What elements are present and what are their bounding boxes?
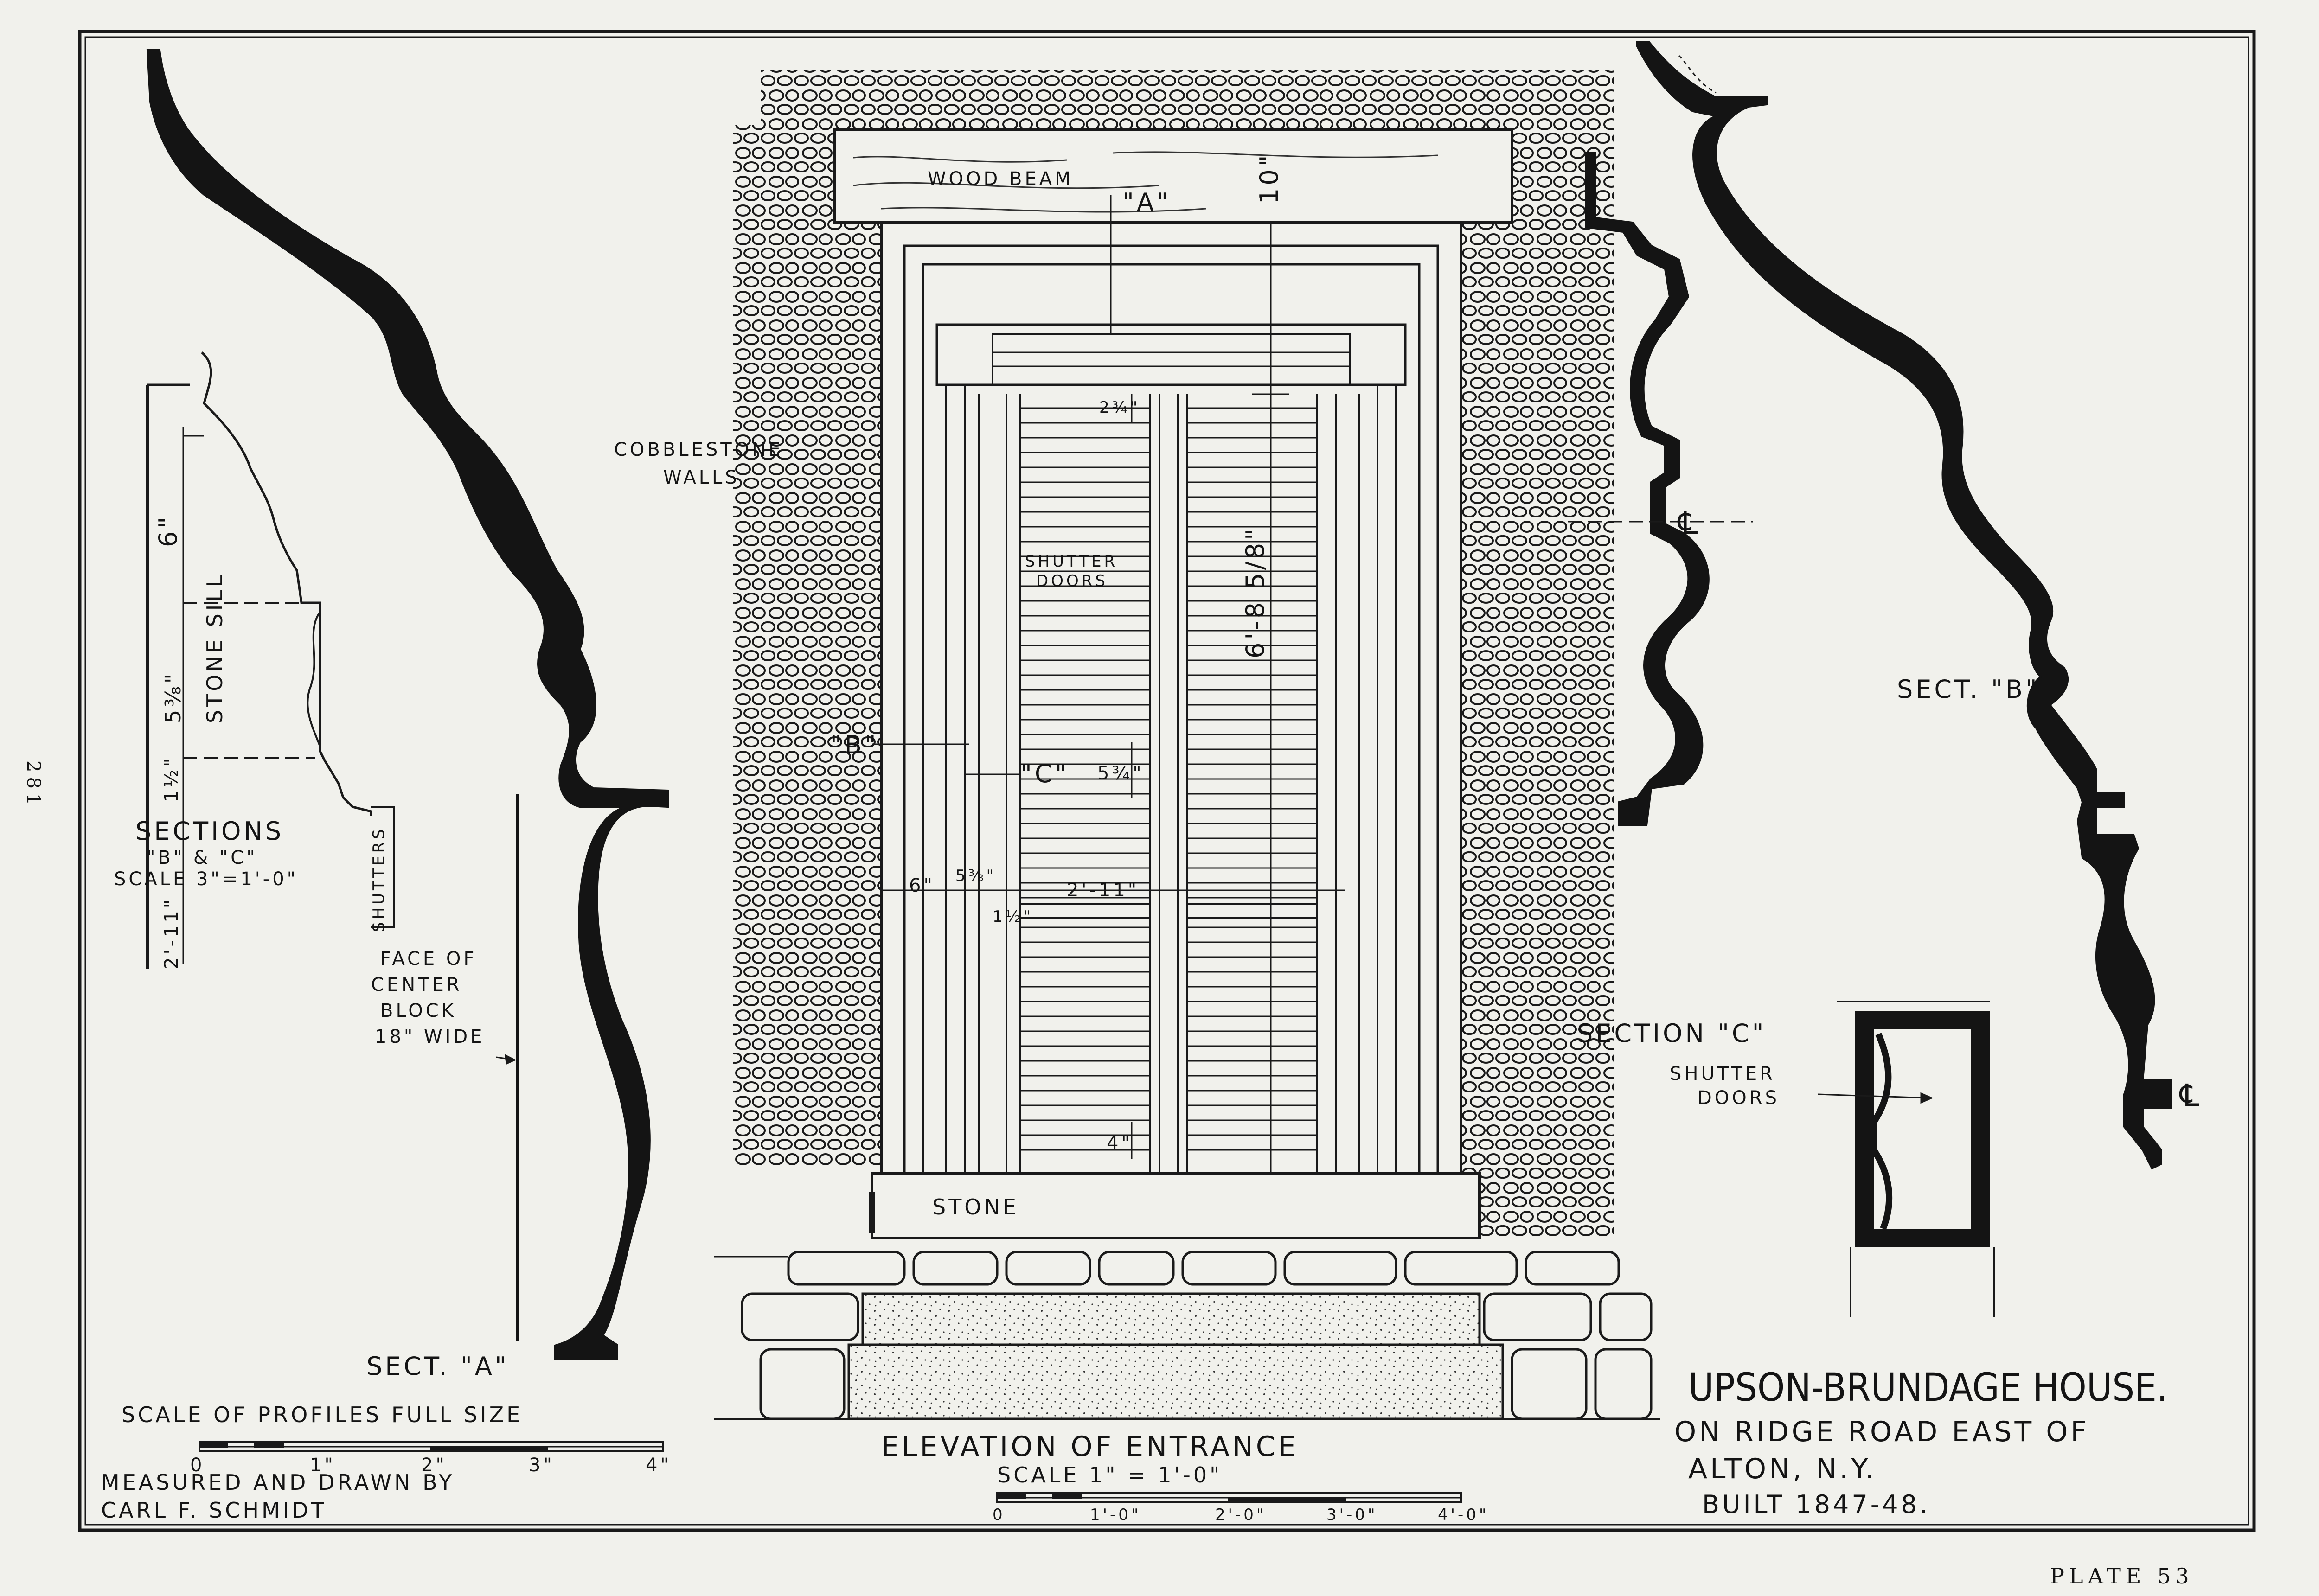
shutter-doors-note: SHUTTER (1670, 1063, 1775, 1085)
sections-bc-subtitle: "B" & "C" (147, 847, 258, 868)
dim-4: 4" (1107, 1133, 1133, 1154)
face-note: 18" WIDE (375, 1026, 485, 1047)
profile-scale-tick: 4" (646, 1455, 672, 1476)
sheet-border-inner (84, 36, 2249, 1526)
elevation-scale-tick: 0 (993, 1506, 1006, 1524)
wood-beam (833, 128, 1513, 224)
mark-b: "B" (830, 730, 879, 760)
title-house: UPSON-BRUNDAGE HOUSE. (1688, 1365, 2168, 1410)
section-b-inner-profile (1585, 152, 1710, 826)
jamb-lines (945, 385, 1397, 1173)
cobblestone-left (733, 125, 886, 1168)
cobblestone-label: COBBLESTONE (614, 439, 783, 460)
shutter-doors-label: SHUTTER (1025, 552, 1118, 571)
dim-1-1-2-elev: 1½" (993, 907, 1034, 926)
shutter-louvers-left (1020, 407, 1150, 1151)
profile-scale-bar (199, 1441, 664, 1452)
stone-sill-label: STONE SILL (202, 572, 227, 723)
dim-5-3-8: 5⅜" (160, 670, 186, 723)
stone-label: STONE (932, 1194, 1019, 1219)
dim-6-elev: 6" (909, 875, 935, 896)
cobblestone-label: WALLS (663, 467, 740, 488)
mark-c: "C" (1020, 759, 1070, 788)
profile-scale-title: SCALE OF PROFILES FULL SIZE (122, 1402, 523, 1427)
profile-scale-tick: 0 (190, 1455, 205, 1476)
dim-5-3-8-elev: 5⅜" (955, 867, 997, 885)
dim-6: 6" (154, 514, 183, 547)
centerline-symbol: ℄ (2180, 1078, 2203, 1113)
shutter-louvers-right (1187, 407, 1317, 1151)
dim-width: 2'-11" (1067, 880, 1140, 901)
leader-arrows (496, 743, 1934, 1104)
section-bc-profile (201, 351, 372, 816)
dim-10: 10" (1255, 152, 1284, 204)
shutter-doors-note: DOORS (1698, 1087, 1780, 1109)
elevation-title: ELEVATION OF ENTRANCE (881, 1430, 1299, 1463)
page-number: 281 (23, 760, 44, 810)
elevation-scale-tick: 1'-0" (1090, 1506, 1141, 1524)
section-a-profile (146, 49, 669, 1360)
dim-5-3-4: 5¾" (1097, 763, 1144, 784)
section-b-profile (1636, 41, 2172, 1170)
elevation-scale-tick: 3'-0" (1326, 1506, 1378, 1524)
profile-scale-tick: 3" (529, 1455, 555, 1476)
lock-rail-left (1019, 903, 1151, 919)
section-b-label: SECT. "B" (1897, 675, 2040, 704)
title-location: ON RIDGE ROAD EAST OF (1674, 1416, 2089, 1448)
sections-bc-title: SECTIONS (135, 817, 284, 846)
shutter-doors-label: DOORS (1036, 572, 1108, 590)
dim-2-11: 2'-11" (161, 896, 182, 969)
elevation-scale-tick: 2'-0" (1215, 1506, 1267, 1524)
shutters-label: SHUTTERS (370, 826, 388, 932)
dim-1-1-2: 1½" (161, 755, 182, 802)
section-a-label: SECT. "A" (366, 1352, 509, 1381)
face-note: BLOCK (380, 1000, 456, 1021)
centerline-symbol: ℄ (1678, 505, 1701, 541)
dim-2-3-4: 2¾" (1099, 398, 1140, 417)
title-town: ALTON, N.Y. (1688, 1453, 1877, 1485)
elevation-scale-bar (996, 1492, 1462, 1503)
elevation-scale: SCALE 1" = 1'-0" (997, 1462, 1223, 1487)
title-built: BUILT 1847-48. (1702, 1490, 1931, 1519)
sheet-border (78, 30, 2256, 1532)
dim-height: 6'-8 5/8" (1241, 526, 1270, 658)
section-c-box (1855, 1011, 1990, 1247)
plate-number: PLATE 53 (2050, 1564, 2194, 1589)
profile-scale-tick: 1" (310, 1455, 336, 1476)
cobblestone-top (761, 70, 1614, 130)
credit-name: CARL F. SCHMIDT (101, 1498, 327, 1523)
stone-step-upper (861, 1292, 1481, 1346)
mark-a: "A" (1122, 188, 1171, 217)
profile-scale-tick: 2" (421, 1455, 447, 1476)
section-a-face-line (516, 794, 519, 1341)
section-c-label: SECTION "C" (1577, 1019, 1767, 1048)
stone-step-lower (847, 1343, 1504, 1420)
shutters-box (371, 806, 395, 928)
wood-beam-label: WOOD BEAM (928, 168, 1074, 190)
cobblestone-right (1461, 125, 1614, 1238)
credit-measured: MEASURED AND DRAWN BY (101, 1470, 455, 1495)
face-note: CENTER (371, 974, 462, 996)
sections-bc-scale: SCALE 3"=1'-0" (114, 868, 299, 890)
lock-rail-right (1186, 903, 1318, 919)
elevation-scale-tick: 4'-0" (1438, 1506, 1489, 1524)
face-note: FACE OF (380, 948, 477, 970)
